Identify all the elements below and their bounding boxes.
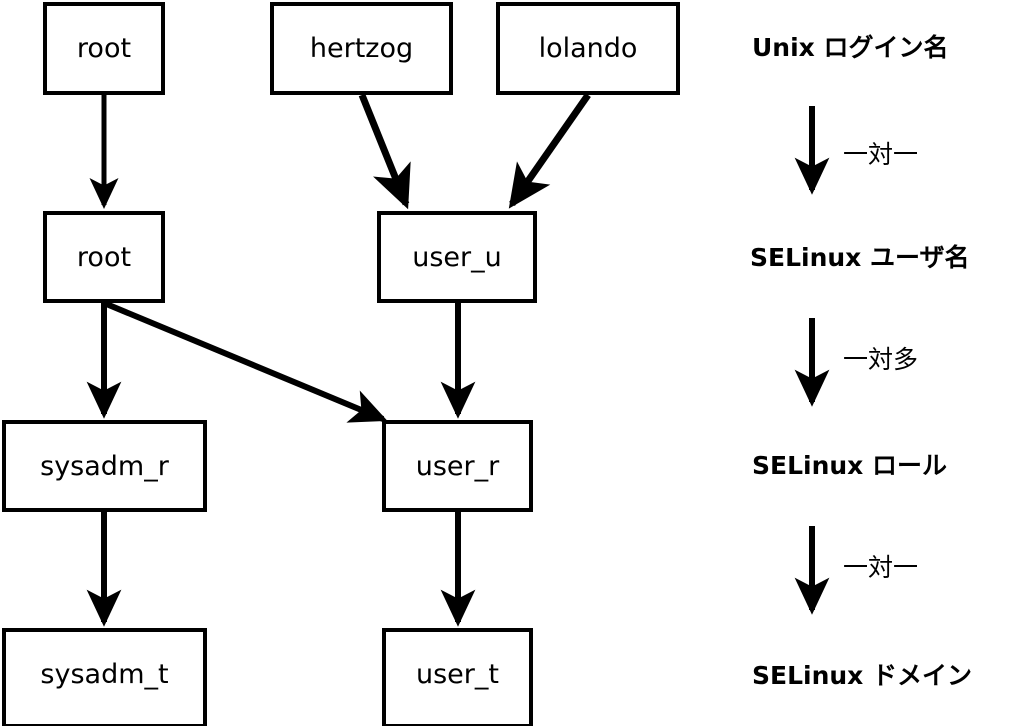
edge-login-hertzog-to-seuser-user_u <box>358 93 411 210</box>
legend-tier-selinux-domain: SELinux ドメイン <box>752 661 973 690</box>
node-label: hertzog <box>309 33 414 64</box>
legend-relation-user-to-role: 一対多 <box>843 345 919 374</box>
legend-tier-unix-login: Unix ログイン名 <box>752 33 949 62</box>
node-seuser-user_u[interactable]: user_u <box>377 211 537 303</box>
edge-seuser-root-to-role-user_r <box>102 300 388 423</box>
legend-relation-login-to-user: 一対一 <box>843 140 919 169</box>
node-domain-sysadm_t[interactable]: sysadm_t <box>2 628 207 726</box>
node-login-hertzog[interactable]: hertzog <box>270 2 453 95</box>
legend-relation-role-to-domain: 一対一 <box>843 553 919 582</box>
node-label: user_t <box>416 658 499 690</box>
node-seuser-root[interactable]: root <box>43 211 165 303</box>
node-login-lolando[interactable]: lolando <box>496 2 680 95</box>
node-domain-user_t[interactable]: user_t <box>382 628 533 726</box>
legend-tier-selinux-role: SELinux ロール <box>752 451 948 480</box>
node-role-user_r[interactable]: user_r <box>382 420 533 512</box>
node-label: sysadm_r <box>40 450 169 482</box>
node-label: sysadm_t <box>40 658 169 690</box>
node-login-root[interactable]: root <box>43 2 165 95</box>
node-label: user_u <box>412 241 502 273</box>
node-label: root <box>76 33 132 64</box>
legend-tier-selinux-user: SELinux ユーザ名 <box>750 243 970 272</box>
node-label: root <box>76 241 132 273</box>
node-role-sysadm_r[interactable]: sysadm_r <box>2 420 207 512</box>
edge-login-lolando-to-seuser-user_u <box>508 92 591 209</box>
node-label: user_r <box>415 450 500 482</box>
node-label: lolando <box>538 33 638 64</box>
